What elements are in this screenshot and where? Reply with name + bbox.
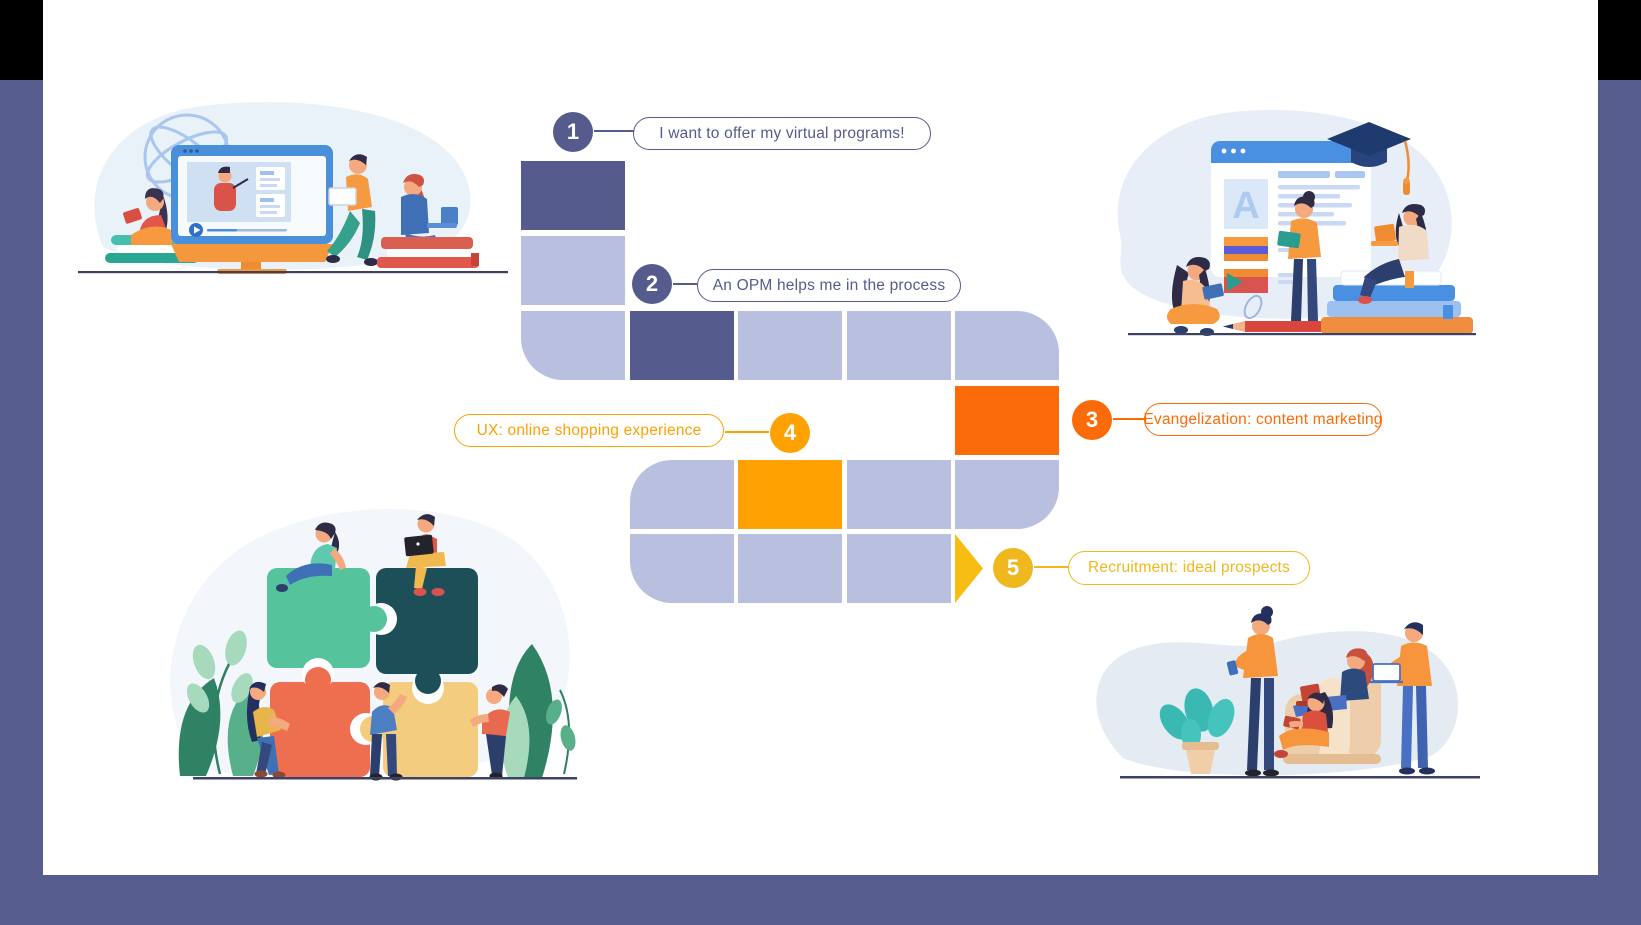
connector-3	[1113, 418, 1144, 420]
path-cell	[521, 236, 625, 305]
ground-line	[193, 777, 577, 780]
connector-4	[725, 431, 769, 433]
corner-block-left	[0, 0, 43, 80]
person-on-book-stack-laptop	[1321, 204, 1473, 334]
step-label-5: Recruitment: ideal prospects	[1087, 559, 1291, 576]
ground-line	[1120, 776, 1480, 779]
person-floor-tablet	[1274, 692, 1334, 758]
illustration-elearning-graduation: A	[1117, 109, 1476, 336]
path-cell	[630, 311, 734, 380]
puzzle-pieces	[267, 568, 478, 777]
step-circle-4: 4	[770, 413, 810, 453]
frame-left	[0, 80, 43, 875]
step-circle-2: 2	[632, 264, 672, 304]
path-cell	[847, 460, 951, 529]
step-label-1: I want to offer my virtual programs!	[659, 124, 905, 142]
connector-2	[673, 283, 697, 285]
step-circle-5: 5	[993, 548, 1033, 588]
step-pill-1: I want to offer my virtual programs!	[633, 117, 931, 150]
puzzle-piece-yellow	[383, 682, 478, 777]
illustration-puzzle-teamwork	[170, 509, 577, 781]
path-cell	[738, 311, 842, 380]
step-pill-2: An OPM helps me in the process	[697, 269, 961, 302]
monitor-video-player	[171, 145, 333, 274]
paperclip-icon	[1243, 294, 1263, 320]
person-sitting-on-puzzle	[276, 522, 346, 592]
frame-right	[1598, 80, 1641, 875]
puzzle-piece-green	[267, 568, 370, 668]
path-cell	[847, 311, 951, 380]
person-pushing-right	[470, 684, 510, 780]
person-laptop-on-puzzle	[404, 514, 446, 596]
step-label-3: Evangelization: content marketing	[1143, 410, 1383, 428]
ground-line	[1128, 333, 1476, 336]
person-standing-laptop	[1369, 622, 1435, 775]
ground-line	[78, 271, 508, 274]
step-pill-5: Recruitment: ideal prospects	[1068, 551, 1310, 585]
graduation-cap-icon	[1327, 122, 1411, 195]
path-cell	[630, 460, 734, 529]
path-cell	[955, 311, 1059, 380]
step-circle-3: 3	[1072, 400, 1112, 440]
path-cell	[738, 534, 842, 603]
path-cell	[847, 534, 951, 603]
step-circle-1: 1	[553, 112, 593, 152]
step-pill-4: UX: online shopping experience	[454, 414, 724, 447]
path-cell	[630, 534, 734, 603]
person-standing-book	[1277, 191, 1327, 329]
puzzle-piece-dark-teal	[376, 568, 478, 674]
person-standing-phone	[1226, 606, 1279, 777]
connector-5	[1034, 566, 1068, 568]
frame-bottom	[0, 875, 1641, 925]
person-sitting-reading	[1167, 257, 1224, 336]
step-pill-3: Evangelization: content marketing	[1143, 403, 1383, 436]
browser-window: A	[1211, 141, 1371, 293]
person-sitting-laptop-books	[377, 174, 479, 268]
step-label-4: UX: online shopping experience	[476, 421, 702, 439]
path-cell	[521, 311, 625, 380]
svg-text:A: A	[1232, 185, 1259, 227]
person-reading-on-books	[105, 188, 199, 263]
plants-right	[500, 644, 576, 778]
potted-plant	[1159, 688, 1235, 774]
path-arrow-icon	[955, 534, 983, 603]
illustration-online-video-course	[78, 102, 508, 274]
corner-block-right	[1598, 0, 1641, 80]
path-cell	[955, 460, 1059, 529]
path-cell	[955, 386, 1059, 455]
path-cell	[521, 161, 625, 230]
puzzle-piece-coral	[270, 682, 370, 777]
illustration-people-armchair	[1096, 606, 1480, 779]
person-pushing-left	[246, 681, 290, 779]
connector-1	[594, 130, 634, 132]
person-standing-laptop	[326, 154, 378, 266]
path-cell	[738, 460, 842, 529]
step-label-2: An OPM helps me in the process	[712, 276, 946, 294]
